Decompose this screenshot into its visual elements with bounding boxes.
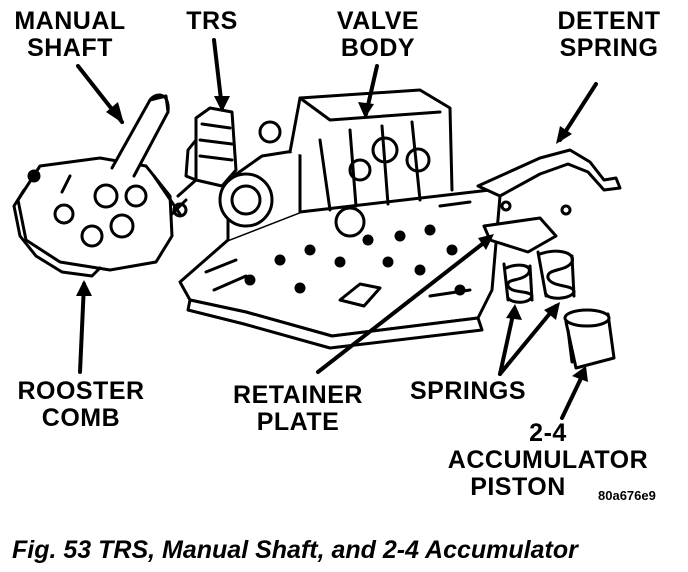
label-trs: TRS [180, 8, 244, 35]
label-accumulator-line3: PISTON [470, 473, 566, 501]
label-detent-spring-line2: SPRING [559, 34, 659, 62]
label-valve-body-line2: BODY [340, 34, 416, 62]
label-springs-text: SPRINGS [409, 377, 527, 405]
label-manual-shaft-line2: SHAFT [27, 34, 113, 62]
label-rooster-comb-line1: ROOSTER [17, 377, 145, 405]
label-trs-text: TRS [186, 7, 238, 35]
label-valve-body-line1: VALVE [336, 7, 420, 35]
label-manual-shaft-line1: MANUAL [14, 7, 126, 35]
label-retainer-plate-line2: PLATE [256, 408, 340, 436]
valve-body-drawing [178, 88, 502, 350]
label-detent-spring-line1: DETENT [557, 7, 661, 35]
rooster-comb-drawing [12, 93, 182, 278]
label-accumulator-piston: 2-4 ACCUMULATOR PISTON [430, 420, 666, 501]
label-accumulator-line2: ACCUMULATOR [447, 446, 649, 474]
arrowheads [76, 96, 588, 382]
label-rooster-comb-line2: COMB [41, 404, 121, 432]
accumulator-piston-drawing [563, 308, 616, 370]
label-accumulator-line1: 2-4 [529, 419, 567, 447]
springs-drawing [502, 249, 576, 304]
label-detent-spring: DETENT SPRING [548, 8, 670, 62]
label-rooster-comb: ROOSTER COMB [6, 378, 156, 432]
figure-caption: Fig. 53 TRS, Manual Shaft, and 2-4 Accum… [12, 536, 578, 564]
label-springs: SPRINGS [402, 378, 534, 405]
label-valve-body: VALVE BODY [330, 8, 426, 62]
label-manual-shaft: MANUAL SHAFT [4, 8, 136, 62]
trs-drawing [170, 106, 238, 218]
label-retainer-plate: RETAINER PLATE [222, 382, 374, 436]
label-retainer-plate-line1: RETAINER [233, 381, 363, 409]
reference-code: 80a676e9 [598, 488, 656, 503]
